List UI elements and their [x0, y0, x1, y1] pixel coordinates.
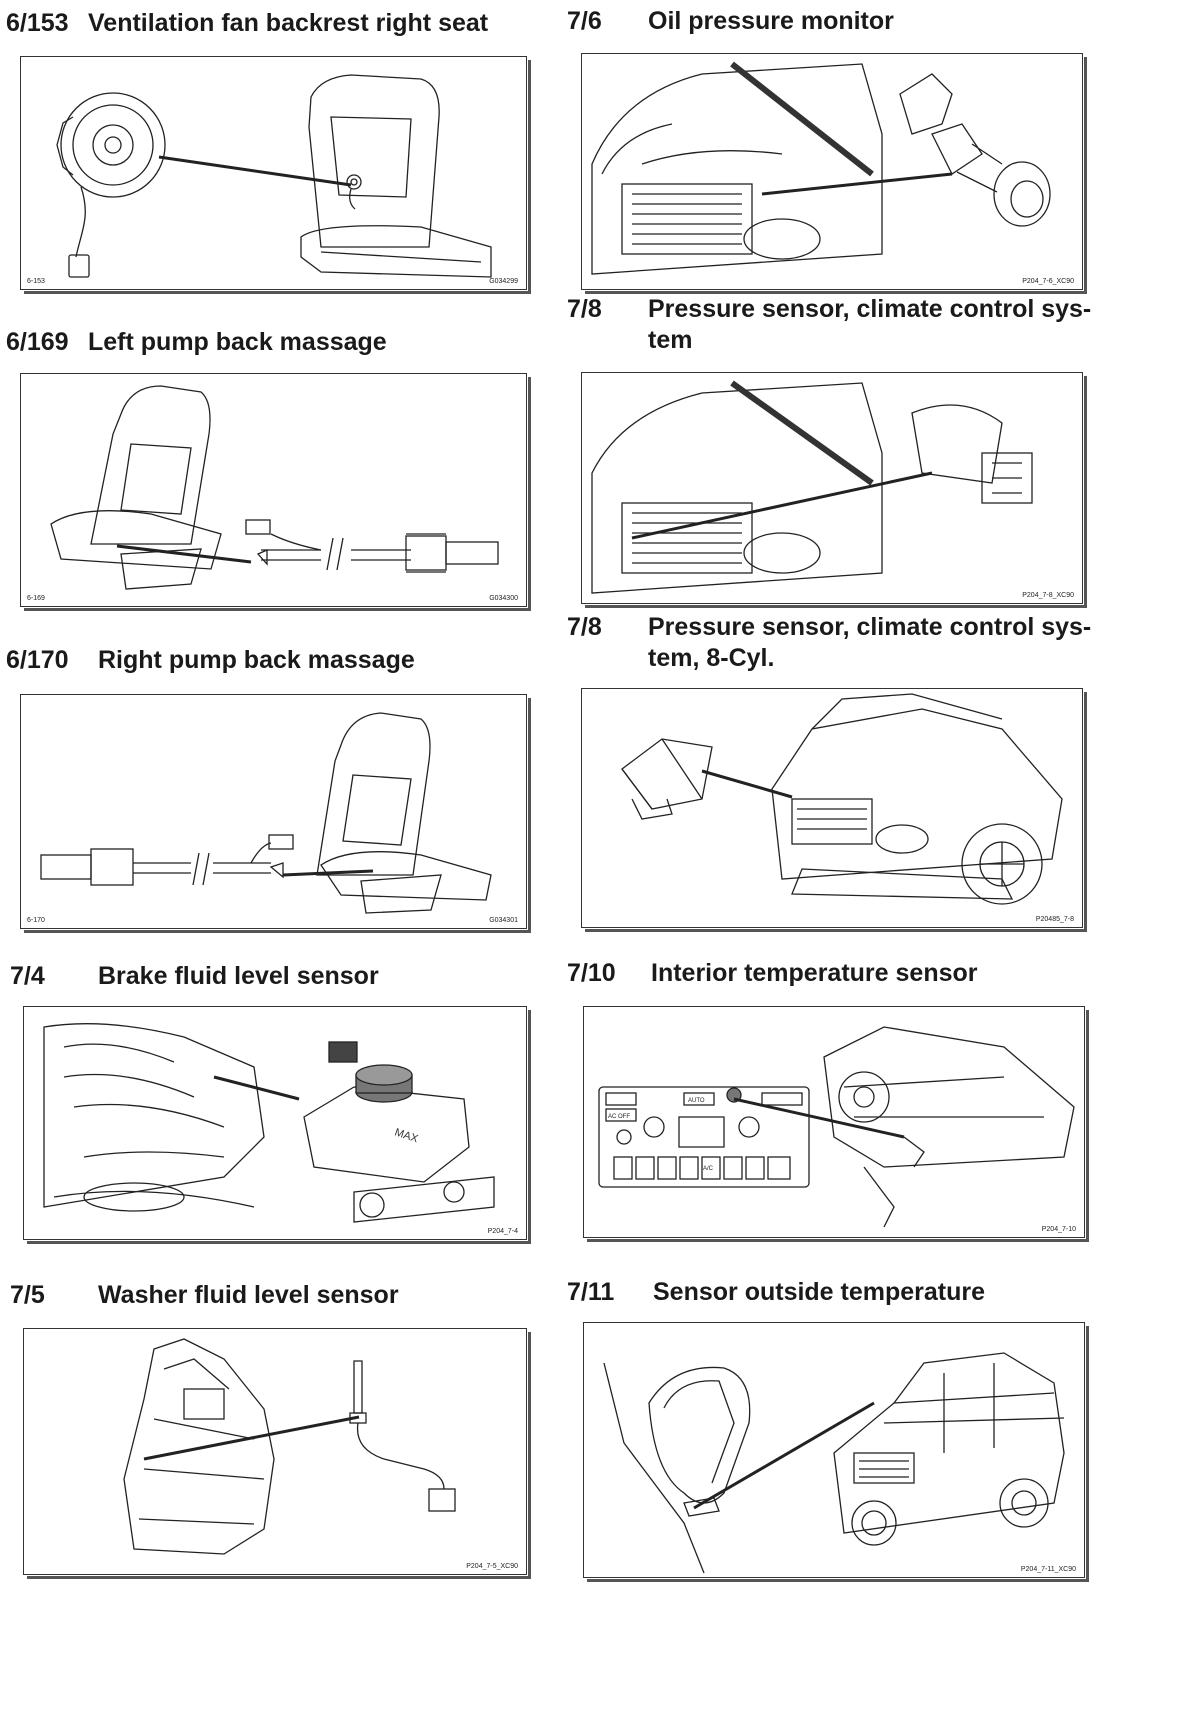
entry-number: 7/11 [567, 1278, 615, 1306]
figure-ventilation-fan: 6-153 G034299 [20, 56, 531, 294]
entry-number: 6/153 [6, 9, 69, 37]
entry-title: Pressure sensor, climate control sys-tem… [648, 613, 1092, 672]
figure-pressure-sensor-8cyl: P20485_7-8 [581, 688, 1087, 932]
figure-code-right: P204_7-4 [487, 1228, 518, 1235]
figure-left-pump: 6-169 G034300 [20, 373, 531, 611]
climate-ac-label: A/C [703, 1166, 714, 1172]
entry-number: 7/8 [567, 613, 602, 641]
figure-code-right: G034300 [489, 595, 518, 602]
figure-code-right: G034301 [489, 917, 518, 924]
outside-temp-drawing [603, 1352, 1065, 1574]
entry-title: Ventilation fan backrest right seat [88, 9, 489, 37]
entry-title: Brake fluid level sensor [98, 962, 379, 990]
oil-pressure-drawing [591, 61, 1051, 275]
washer-fluid-drawing [123, 1338, 456, 1555]
figure-brake-fluid: MAX P204_7-4 [23, 1006, 531, 1244]
entry-number: 7/5 [10, 1281, 45, 1309]
left-pump-drawing [50, 385, 499, 590]
figure-code-left: 6-169 [27, 595, 45, 602]
figure-code-left: 6-153 [27, 278, 45, 285]
entry-number: 7/10 [567, 959, 616, 987]
tank-max-label: MAX [393, 1126, 420, 1145]
fan-seat-drawing [56, 74, 492, 278]
figure-code-right: P204_7-11_XC90 [1020, 1566, 1076, 1573]
entry-number: 7/4 [10, 962, 45, 990]
brake-fluid-drawing: MAX [43, 1023, 495, 1223]
interior-temp-drawing: AC OFF AUTO A/C [598, 1026, 1075, 1228]
figure-code-right: P204_7-8_XC90 [1022, 592, 1074, 599]
figure-right-pump: 6-170 G034301 [20, 694, 531, 933]
entry-title: Sensor outside temperature [653, 1278, 986, 1306]
climate-ac-off-label: AC OFF [608, 1114, 630, 1120]
entry-number: 7/6 [567, 7, 602, 35]
entry-number: 6/169 [6, 328, 69, 356]
figure-outside-temp: P204_7-11_XC90 [583, 1322, 1089, 1582]
entry-title: Oil pressure monitor [648, 7, 894, 35]
figure-interior-temp: AC OFF AUTO A/C P204_7-10 [583, 1006, 1089, 1242]
figure-code-left: 6-170 [27, 917, 45, 924]
pressure-sensor-8cyl-drawing [621, 693, 1063, 905]
figure-pressure-sensor: P204_7-8_XC90 [581, 372, 1087, 608]
entry-number: 7/8 [567, 295, 602, 323]
figure-oil-pressure: P204_7-6_XC90 [581, 53, 1087, 294]
figure-code-right: G034299 [489, 278, 518, 285]
figure-code-right: P204_7-5_XC90 [466, 1563, 518, 1570]
entry-title: Washer fluid level sensor [98, 1281, 399, 1309]
entry-title: Left pump back massage [88, 328, 387, 356]
figure-code-right: P20485_7-8 [1035, 916, 1074, 923]
entry-title: Pressure sensor, climate control sys-tem [648, 295, 1092, 354]
entry-title: Right pump back massage [98, 646, 415, 674]
figure-washer-fluid: P204_7-5_XC90 [23, 1328, 531, 1579]
right-pump-drawing [40, 712, 492, 914]
figure-code-right: P204_7-10 [1041, 1226, 1076, 1233]
entry-number: 6/170 [6, 646, 69, 674]
pressure-sensor-drawing [591, 380, 1033, 594]
entry-title: Interior temperature sensor [651, 959, 978, 987]
figure-code-right: P204_7-6_XC90 [1022, 278, 1074, 285]
climate-auto-label: AUTO [688, 1098, 705, 1104]
